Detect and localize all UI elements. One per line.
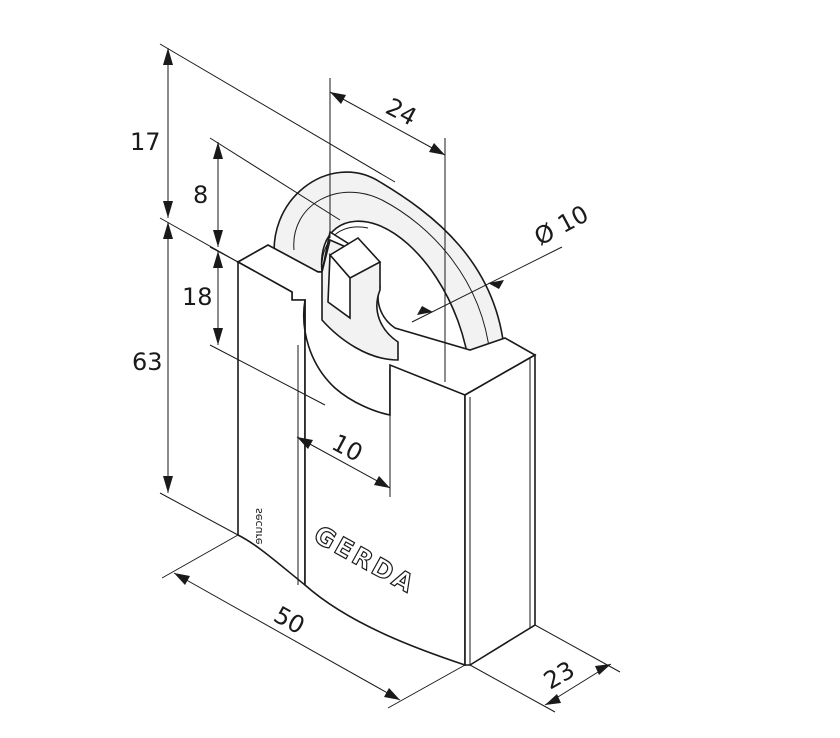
- padlock: GERDA secure: [236, 171, 537, 667]
- ext-line-guard-top: [209, 246, 239, 263]
- body-left-face: [237, 260, 306, 587]
- dim-line-50: [173, 572, 401, 701]
- dim-18: 18: [182, 283, 213, 311]
- dim-24: 24: [381, 93, 421, 132]
- dim-23: 23: [539, 656, 579, 696]
- dim-line-dia: [411, 246, 563, 323]
- dim-dia: Ø 10: [530, 200, 594, 252]
- dim-63: 63: [132, 348, 163, 376]
- dim-8: 8: [193, 181, 208, 209]
- ext-line-shackle-top: [159, 43, 396, 183]
- sub-brand-label: secure: [252, 508, 265, 545]
- ext-line-50-left: [161, 534, 239, 579]
- shackle-highlight: [293, 191, 491, 356]
- dim-line-24: [329, 91, 446, 156]
- ext-line-50-right: [387, 664, 466, 709]
- ext-line-guard-bottom: [209, 344, 326, 406]
- body-right-face: [464, 353, 536, 666]
- ext-line-body-bottom: [159, 492, 239, 536]
- dim-50: 50: [269, 601, 309, 640]
- dim-17: 17: [130, 128, 161, 156]
- ext-line-23-right: [534, 624, 621, 673]
- ext-line-23-left: [469, 664, 556, 713]
- pocket-block-front: [327, 252, 351, 320]
- ext-line-shackle-inner: [209, 137, 341, 221]
- dim-line-10: [296, 436, 391, 489]
